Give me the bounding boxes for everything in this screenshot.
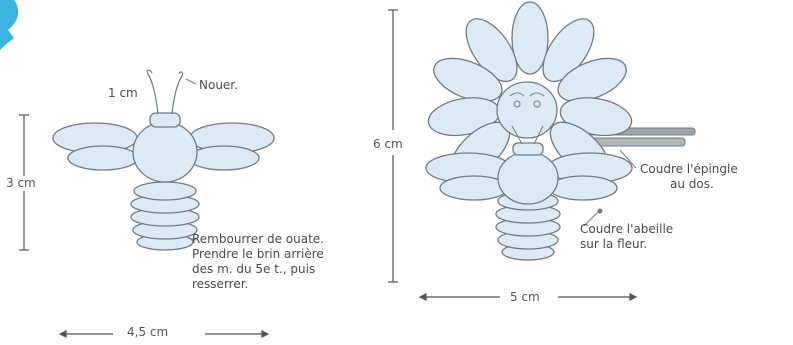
stuffing-note-line: resserrer. [192,277,324,292]
pin-note-line: au dos. [640,177,738,192]
pin-note: Coudre l'épingle au dos. [640,162,738,192]
flower-bee-wing [549,176,617,200]
stuffing-note-line: des m. du 5e t., puis [192,262,324,277]
left-bee-antennae [147,70,182,114]
stuffing-note-line: Rembourrer de ouate. [192,232,324,247]
bee-note: Coudre l'abeille sur la fleur. [580,222,673,252]
left-bee [53,113,274,250]
left-wing-lower [68,146,138,170]
stuffing-note: Rembourrer de ouate. Prendre le brin arr… [192,232,324,292]
pin-note-line: Coudre l'épingle [640,162,738,177]
flower-bee-body [498,152,558,204]
left-width-label: 4,5 cm [127,325,168,340]
left-height-label: 3 cm [6,176,36,191]
knot-note: Nouer. [199,78,238,93]
body-stripe [134,182,196,200]
antenna-length-label: 1 cm [108,86,138,101]
right-height-label: 6 cm [373,137,403,152]
flower-petal [512,2,548,74]
flower-center [497,82,557,138]
flower-bee-neck [513,143,543,155]
bee-neck [150,113,180,127]
corner-mark [0,0,18,50]
bee-note-line: Coudre l'abeille [580,222,673,237]
right-width-label: 5 cm [510,290,540,305]
bee-head [133,122,197,182]
stuffing-note-line: Prendre le brin arrière [192,247,324,262]
right-wing-lower [189,146,259,170]
bee-note-line: sur la fleur. [580,237,673,252]
